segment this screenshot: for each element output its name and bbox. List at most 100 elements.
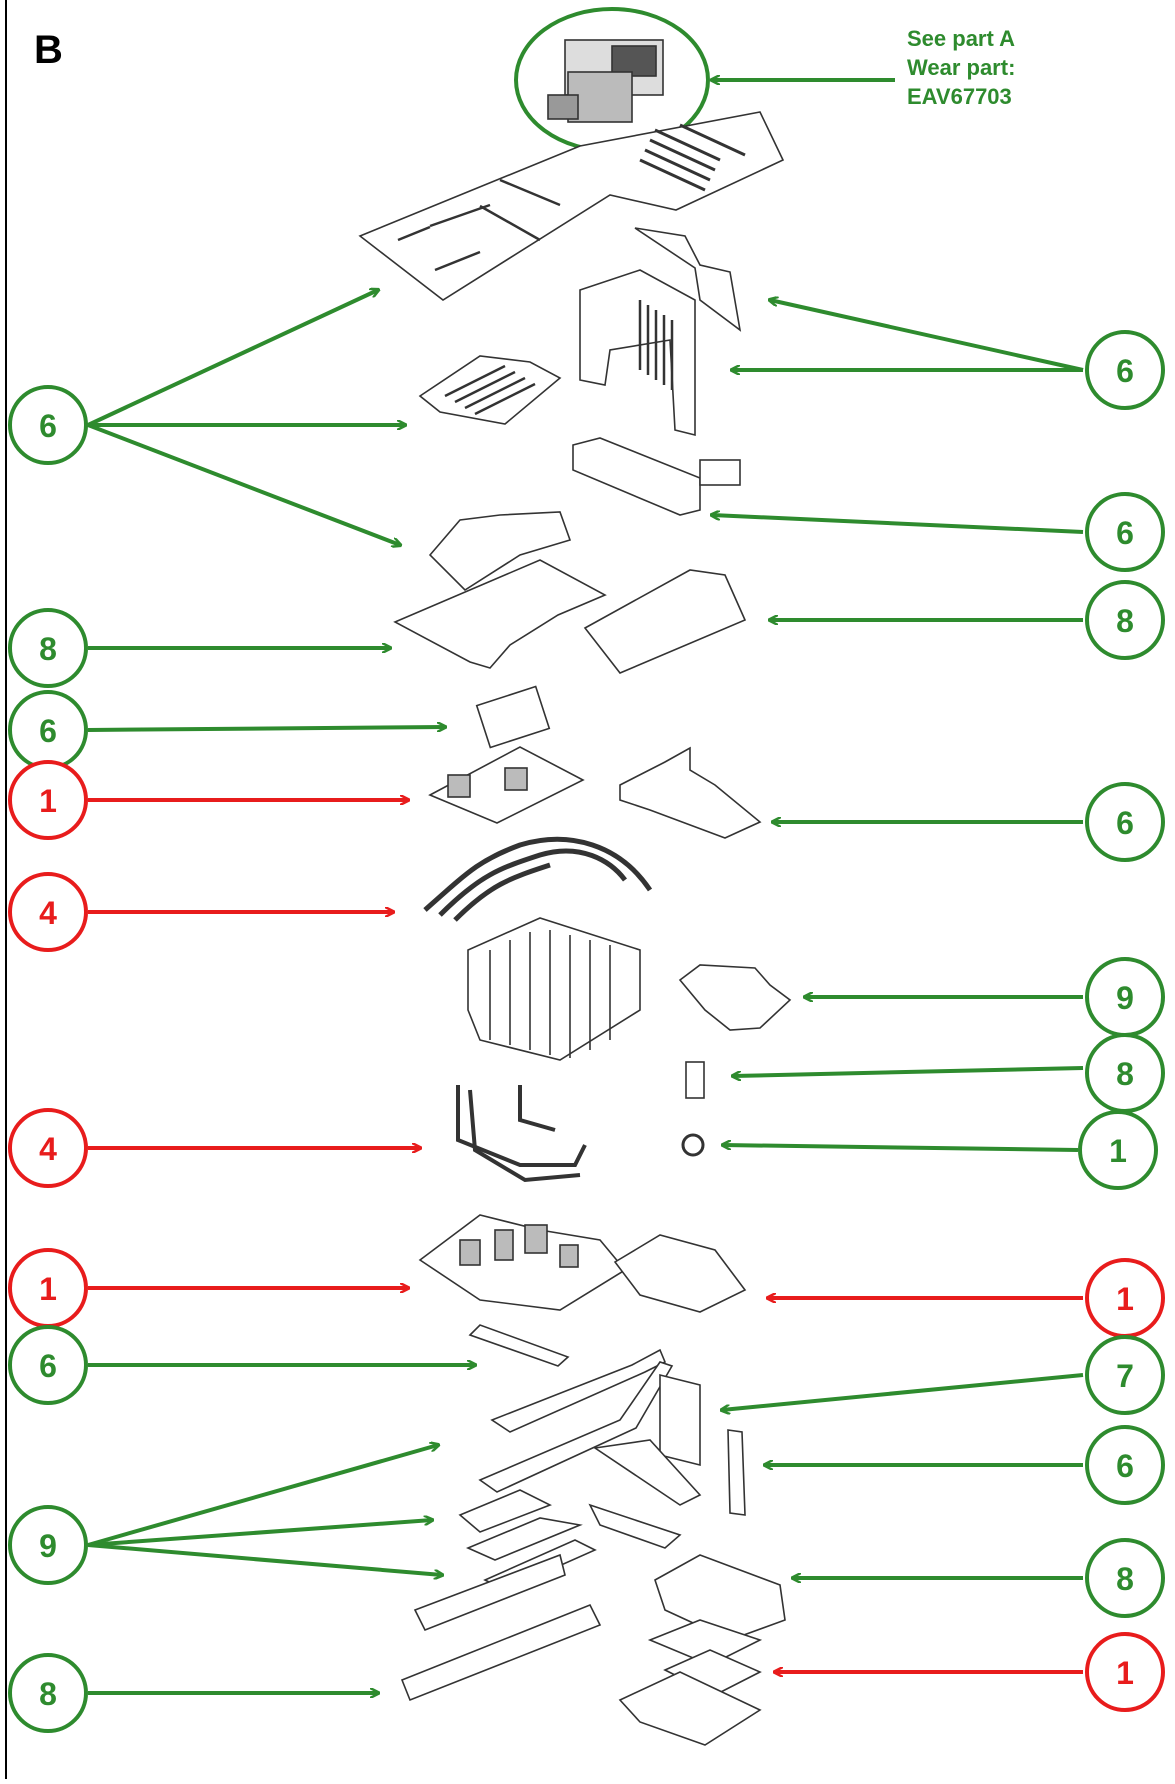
panel-letter: B — [34, 28, 63, 72]
callout-number: 6 — [1116, 515, 1134, 551]
callout-arrow-left-9-bars-2 — [87, 1543, 442, 1575]
callout-number: 4 — [39, 1131, 57, 1167]
callout-circle — [8, 385, 88, 465]
l-bracket — [619, 746, 762, 839]
callout-number: 6 — [1116, 1448, 1134, 1484]
callout-arrow-left-6-upper-0 — [87, 290, 378, 427]
ferrite-ring — [681, 1133, 705, 1157]
callout-left-4-cables: 4 — [8, 872, 88, 952]
callout-circle — [8, 1505, 88, 1585]
perforated-plate — [418, 355, 562, 425]
callout-circle — [8, 1108, 88, 1188]
clip-part — [685, 1061, 705, 1099]
callout-number: 6 — [39, 713, 57, 749]
callout-right-6-strip: 6 — [1085, 1425, 1165, 1505]
note-line-1: See part A — [907, 26, 1016, 51]
cable-assembly — [423, 836, 653, 922]
callout-circle — [1085, 330, 1165, 410]
callout-arrow-right-7-frame-0 — [722, 1373, 1084, 1410]
callout-arrow-left-6-upper-2 — [87, 423, 400, 545]
callout-right-1-modules: 1 — [1085, 1632, 1165, 1712]
callout-arrow-right-8-clip-0 — [733, 1066, 1084, 1076]
base-plate — [393, 559, 607, 669]
part-a-note: See part A Wear part: EAV67703 — [907, 24, 1015, 111]
module-board-1 — [647, 1619, 763, 1666]
cross-bar — [592, 1439, 702, 1506]
callout-number: 4 — [39, 895, 57, 931]
cover-slots — [397, 178, 561, 272]
callout-left-6-rail: 6 — [8, 1325, 88, 1405]
igbt-modules — [618, 1671, 762, 1746]
small-bracket — [428, 511, 572, 592]
channel-lower — [400, 1603, 602, 1702]
callout-number: 1 — [1116, 1281, 1134, 1317]
board-component-2 — [504, 767, 528, 791]
callout-number: 8 — [1116, 603, 1134, 639]
callout-circle — [1085, 1335, 1165, 1415]
callout-right-8-clip: 8 — [1085, 1033, 1165, 1113]
arrows — [87, 80, 1084, 1693]
callout-left-4-harness: 4 — [8, 1108, 88, 1188]
callout-left-8-upper: 8 — [8, 608, 88, 688]
callout-number: 9 — [39, 1528, 57, 1564]
callout-right-6-second: 6 — [1085, 492, 1165, 572]
upper-rail — [468, 1324, 570, 1367]
callout-circle — [1085, 782, 1165, 862]
callout-circle — [1085, 580, 1165, 660]
heatsink — [467, 917, 641, 1061]
callout-left-8-channels: 8 — [8, 1653, 88, 1733]
callout-arrow-right-1-ring-0 — [723, 1145, 1079, 1152]
note-line-2: Wear part: — [907, 55, 1016, 80]
callout-right-8-modules: 8 — [1085, 1538, 1165, 1618]
side-panel-slots — [638, 300, 674, 390]
callout-circle — [1078, 1110, 1158, 1190]
callout-right-6-bracket: 6 — [1085, 782, 1165, 862]
callout-right-8-upper: 8 — [1085, 580, 1165, 660]
callout-right-1-ring: 1 — [1078, 1110, 1158, 1190]
callout-arrow-left-9-bars-1 — [87, 1520, 432, 1547]
callout-circle — [1085, 1632, 1165, 1712]
callout-number: 8 — [1116, 1561, 1134, 1597]
wire-harness — [456, 1085, 587, 1183]
callout-right-9-mount: 9 — [1085, 957, 1165, 1037]
main-board-components — [459, 1224, 579, 1268]
callout-number: 9 — [1116, 980, 1134, 1016]
bus-bar-1 — [458, 1489, 552, 1533]
callout-left-6-upper: 6 — [8, 385, 88, 465]
control-unit-drawing — [547, 39, 664, 123]
tray-block — [699, 459, 741, 486]
channel-upper — [413, 1553, 566, 1632]
side-panel-front — [579, 269, 696, 437]
small-bracket-lower — [588, 1503, 682, 1549]
callout-number: 6 — [1116, 353, 1134, 389]
frame-part — [659, 1373, 701, 1467]
side-panel-outer — [634, 227, 742, 332]
base-tray — [572, 437, 701, 516]
top-cover-plate — [358, 111, 785, 301]
callout-circle — [1085, 492, 1165, 572]
callout-circle — [1085, 1538, 1165, 1618]
callout-number: 8 — [39, 1676, 57, 1712]
callout-circle — [1085, 1425, 1165, 1505]
callout-arrow-right-6-top-0 — [770, 300, 1084, 372]
small-board — [475, 685, 551, 749]
side-strip — [727, 1429, 746, 1516]
callout-number: 8 — [1116, 1056, 1134, 1092]
callout-number: 1 — [39, 783, 57, 819]
callout-number: 1 — [1109, 1133, 1127, 1169]
callout-right-1-board: 1 — [1085, 1258, 1165, 1338]
callout-circle — [8, 1653, 88, 1733]
callout-arrow-right-6-second-0 — [712, 515, 1084, 534]
callout-left-9-bars: 9 — [8, 1505, 88, 1585]
terminal-block — [654, 1554, 786, 1641]
part-drawings — [358, 7, 792, 1746]
callout-left-1-mainboard: 1 — [8, 1248, 88, 1328]
angled-bar — [478, 1361, 674, 1493]
long-bracket — [490, 1348, 667, 1433]
callout-number: 7 — [1116, 1358, 1134, 1394]
callout-right-6-top: 6 — [1085, 330, 1165, 410]
board-component-1 — [447, 774, 471, 798]
